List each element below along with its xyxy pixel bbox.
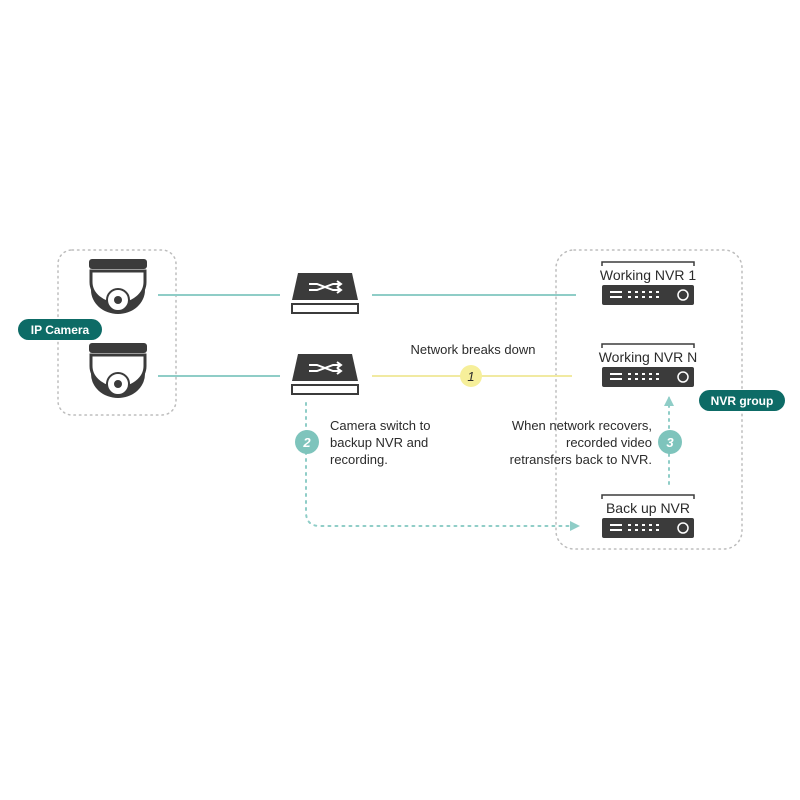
step-3-description: When network recovers, recorded video re… <box>510 418 652 467</box>
nvr-label-working-1: Working NVR 1 <box>600 267 696 283</box>
nvr-label-backup: Back up NVR <box>606 500 690 516</box>
nvr-label-working-n: Working NVR N <box>599 349 698 365</box>
failover-path <box>305 402 580 531</box>
step-badge-1: 1 <box>460 365 482 387</box>
nvr-group-pill: NVR group <box>699 390 785 411</box>
nvr-device-icon <box>601 494 695 538</box>
step-number-2: 2 <box>302 435 311 450</box>
step-number-1: 1 <box>467 369 474 384</box>
dome-camera-icon <box>89 343 147 398</box>
nvr-device-icon <box>601 343 695 387</box>
nvr-group-label: NVR group <box>711 394 774 408</box>
network-breaks-label: Network breaks down <box>411 342 536 357</box>
network-switch-icon <box>291 354 359 395</box>
nvr-device-icon <box>601 261 695 305</box>
dome-camera-icon <box>89 259 147 314</box>
step-number-3: 3 <box>666 435 674 450</box>
step-3-line: recorded video <box>566 435 652 450</box>
step-badge-2: 2 <box>295 430 319 454</box>
network-switch-icon <box>291 273 359 314</box>
step-2-line: Camera switch to <box>330 418 430 433</box>
step-3-line: When network recovers, <box>512 418 652 433</box>
step-2-line: backup NVR and <box>330 435 428 450</box>
camera-group-pill: IP Camera <box>18 319 102 340</box>
camera-group-label: IP Camera <box>31 323 90 337</box>
step-badge-3: 3 <box>658 430 682 454</box>
step-3-line: retransfers back to NVR. <box>510 452 652 467</box>
step-2-line: recording. <box>330 452 388 467</box>
step-2-description: Camera switch to backup NVR and recordin… <box>330 418 430 467</box>
